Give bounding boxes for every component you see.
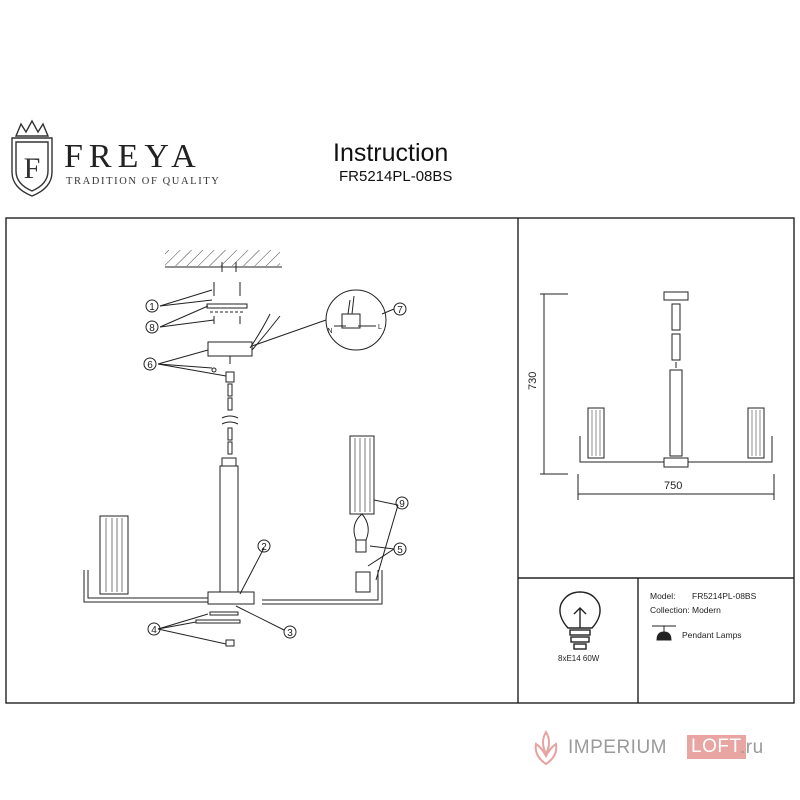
watermark-loft: LOFT bbox=[687, 735, 746, 759]
wire-label-n: N bbox=[327, 328, 332, 335]
wire-label-l: L bbox=[378, 324, 382, 331]
callout-6: 6 bbox=[147, 360, 153, 371]
imperium-flower-icon bbox=[534, 730, 558, 766]
brand-tagline: TRADITION OF QUALITY bbox=[66, 176, 221, 187]
document-title: Instruction bbox=[333, 139, 449, 167]
pendant-lamp-icon bbox=[652, 625, 676, 641]
collection-label: Collection: bbox=[650, 605, 690, 615]
watermark-imperium: IMPERIUM bbox=[568, 737, 667, 758]
callout-1: 1 bbox=[149, 302, 155, 313]
callout-8: 8 bbox=[149, 323, 155, 334]
brand-name: FREYA bbox=[64, 138, 202, 175]
lamp-spec: 8xE14 60W bbox=[558, 654, 600, 663]
height-dimension: 730 bbox=[527, 371, 539, 390]
callout-4: 4 bbox=[151, 625, 157, 636]
callout-3: 3 bbox=[287, 628, 293, 639]
callout-7: 7 bbox=[397, 305, 403, 316]
model-code: FR5214PL-08BS bbox=[339, 168, 453, 185]
width-dimension: 750 bbox=[664, 480, 683, 492]
callout-9: 9 bbox=[399, 499, 405, 510]
lamp-bulb-icon bbox=[559, 591, 601, 650]
assembly-diagram: 1 8 6 7 2 3 4 9 5 N L bbox=[83, 250, 409, 647]
model-value: FR5214PL-08BS bbox=[692, 591, 757, 601]
freya-crest-logo: F bbox=[11, 119, 53, 197]
product-type: Pendant Lamps bbox=[682, 630, 742, 640]
dimension-drawing bbox=[540, 291, 775, 500]
watermark-domain: .ru bbox=[740, 737, 764, 758]
collection-value: Modern bbox=[692, 605, 721, 615]
callout-5: 5 bbox=[397, 545, 403, 556]
model-label: Model: bbox=[650, 591, 676, 601]
callout-2: 2 bbox=[261, 542, 267, 553]
svg-text:F: F bbox=[24, 152, 41, 185]
